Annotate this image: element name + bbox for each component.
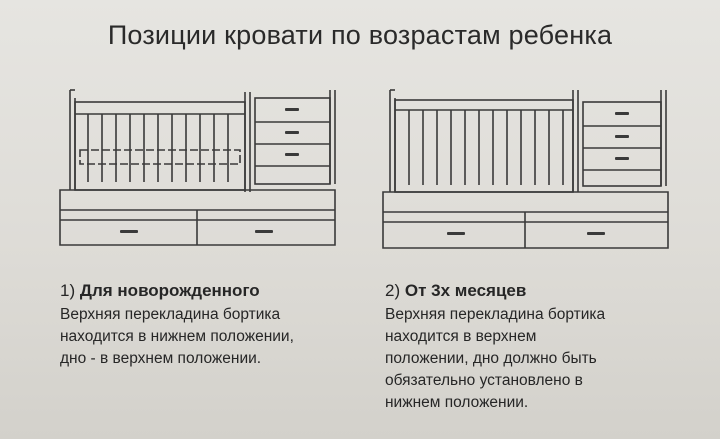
position-2-line: Верхняя перекладина бортика [385,306,606,323]
position-1-number: 1) [60,281,76,300]
position-1-title: Для новорожденного [79,281,260,300]
position-1-caption: 1) Для новорожденного Верхняя перекладин… [60,280,360,370]
position-2-line: обязательно установлено в [385,372,583,389]
position-2-caption: 2) От 3х месяцев Верхняя перекладина бор… [385,280,695,414]
position-2-title: От 3х месяцев [404,281,527,300]
position-1-heading: 1) Для новорожденного [60,280,360,302]
position-2-heading: 2) От 3х месяцев [385,280,695,302]
crib-position-2-illustration [382,89,669,249]
position-2-line: положении, дно должно быть [385,350,597,367]
position-1-line: находится в нижнем положении, [60,328,294,345]
position-2-line: нижнем положении. [385,394,529,411]
position-1-line: дно - в верхнем положении. [60,350,262,367]
position-1-line: Верхняя перекладина бортика [60,306,281,323]
page-title: Позиции кровати по возрастам ребенка [107,20,613,50]
position-2-line: находится в верхнем [385,328,537,345]
crib-position-1-illustration [59,89,336,246]
position-2-number: 2) [385,281,401,300]
